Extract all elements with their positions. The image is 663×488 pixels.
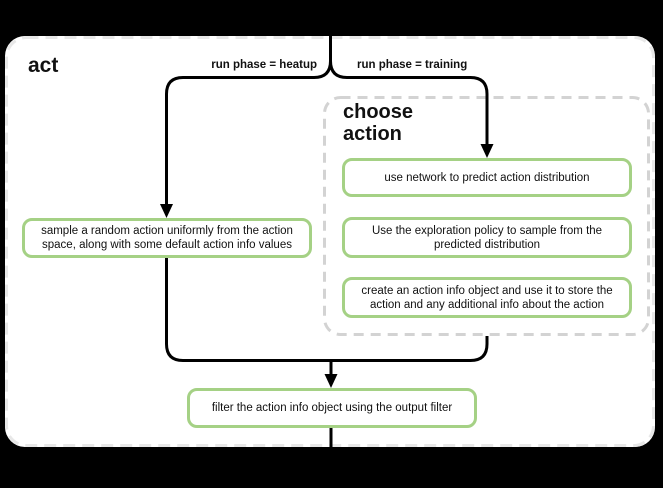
branch-label-heatup: run phase = heatup	[211, 59, 317, 71]
act-label: act	[28, 54, 59, 77]
node-sample-random-action: sample a random action uniformly from th…	[22, 218, 312, 258]
node-exploration-policy: Use the exploration policy to sample fro…	[342, 217, 632, 258]
node-filter-output: filter the action info object using the …	[187, 388, 477, 428]
node-predict-distribution: use network to predict action distributi…	[342, 158, 632, 197]
branch-label-training: run phase = training	[357, 59, 468, 71]
choose-action-label: choose action	[343, 101, 414, 145]
node-create-action-info: create an action info object and use it …	[342, 277, 632, 318]
